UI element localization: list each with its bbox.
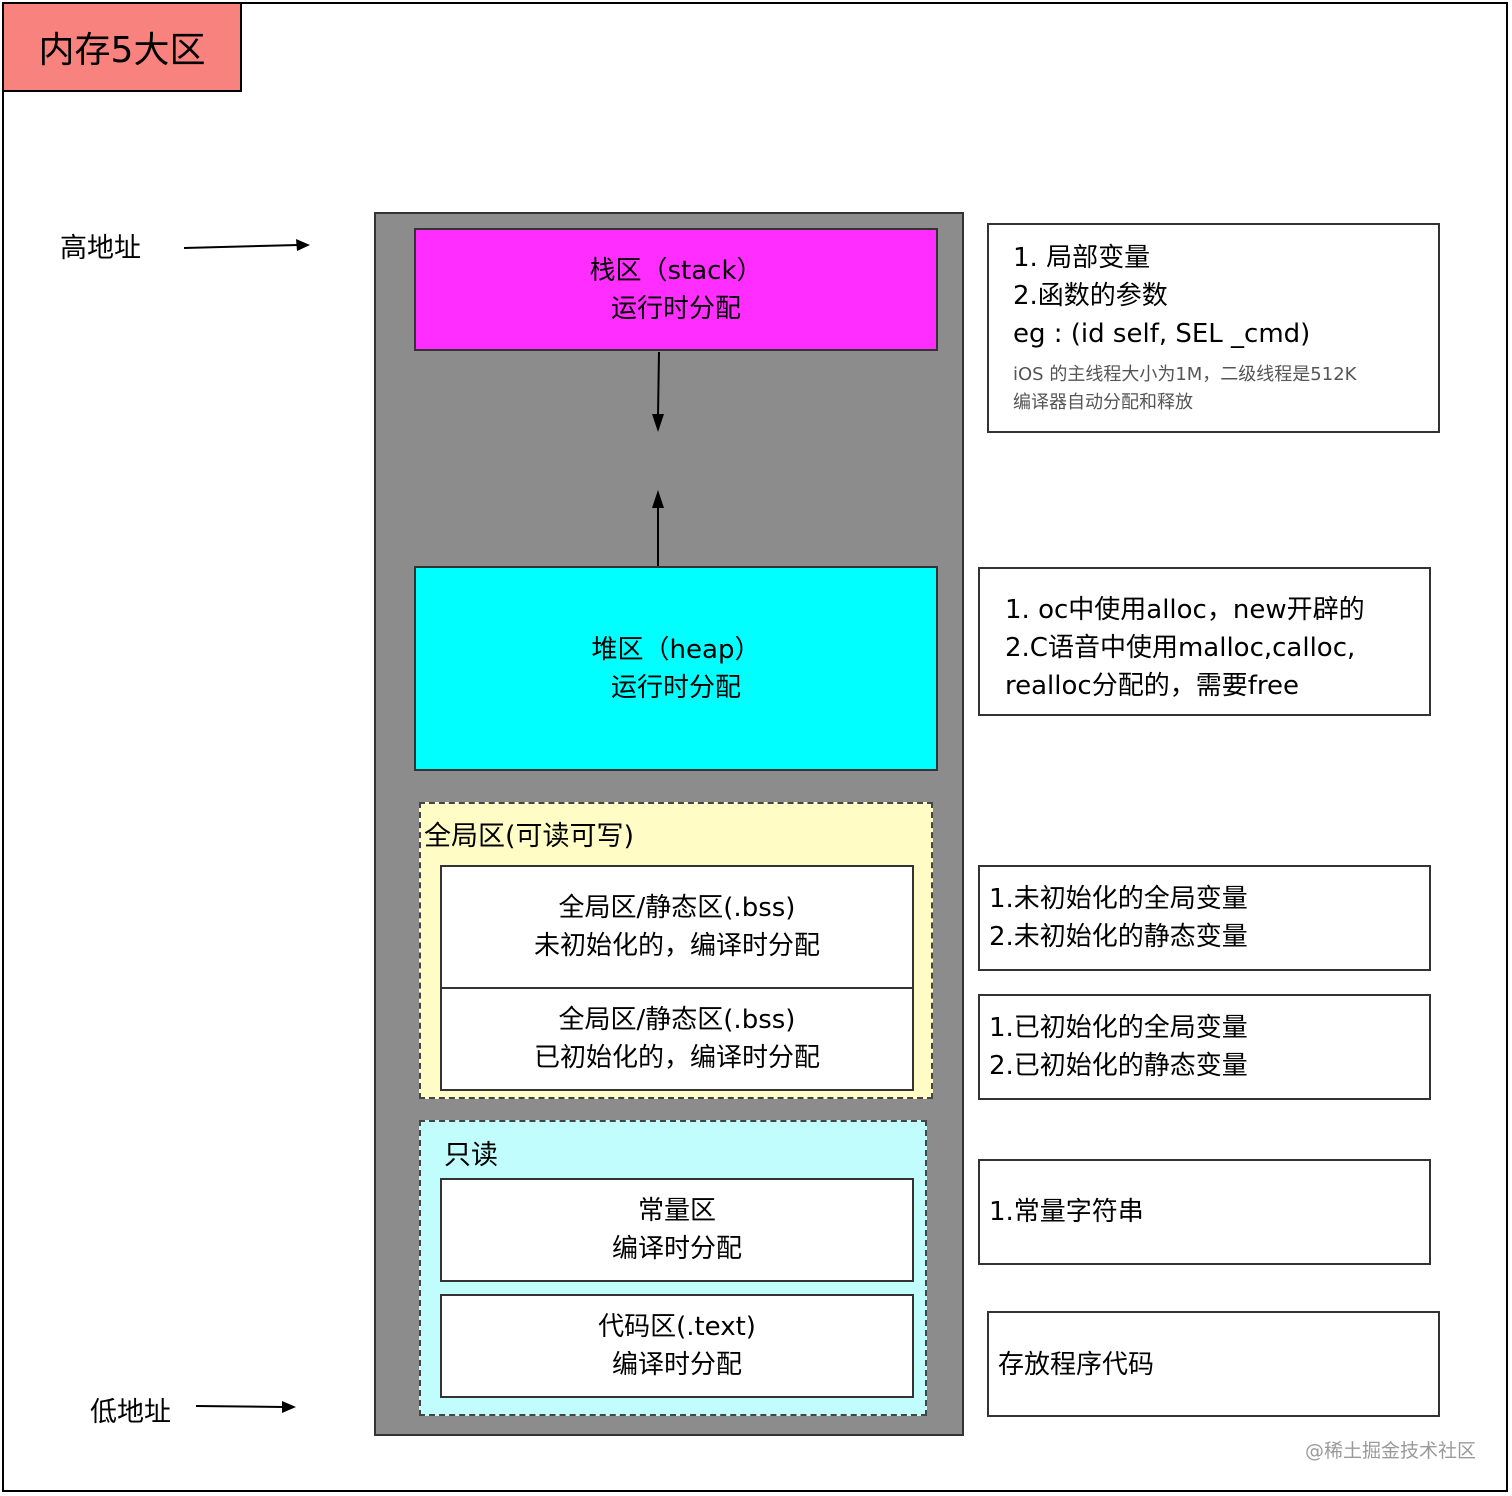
text-title: 代码区(.text) — [598, 1312, 756, 1342]
data-note-line: 1.已初始化的全局变量 — [989, 1013, 1248, 1043]
constant-note: 1.常量字符串 — [978, 1159, 1431, 1265]
stack-growth-line — [657, 351, 660, 417]
data-note: 1.已初始化的全局变量 2.已初始化的静态变量 — [978, 994, 1431, 1100]
bss-subtitle: 未初始化的，编译时分配 — [533, 931, 820, 961]
constant-subtitle: 编译时分配 — [611, 1234, 742, 1264]
constant-block: 常量区 编译时分配 — [440, 1178, 914, 1282]
low-address-label: 低地址 — [90, 1397, 171, 1428]
readonly-group-label: 只读 — [444, 1140, 498, 1171]
diagram-title: 内存5大区 — [2, 2, 242, 92]
growth-arrows — [652, 351, 664, 566]
data-title: 全局区/静态区(.bss) — [558, 1005, 796, 1035]
text-subtitle: 编译时分配 — [611, 1350, 742, 1380]
stack-growth-arrowhead — [652, 414, 664, 432]
text-note: 存放程序代码 — [987, 1311, 1440, 1417]
stack-note-detail: 编译器自动分配和释放 — [1013, 392, 1193, 413]
high-address-label: 高地址 — [60, 233, 141, 264]
stack-note-line: 2.函数的参数 — [1013, 281, 1168, 311]
stack-note-line: eg : (id self, SEL _cmd) — [1013, 319, 1311, 349]
stack-note-detail: iOS 的主线程大小为1M，二级线程是512K — [1013, 364, 1357, 385]
bss-title: 全局区/静态区(.bss) — [558, 893, 796, 923]
constant-title: 常量区 — [637, 1196, 716, 1226]
heap-region: 堆区（heap） 运行时分配 — [414, 566, 938, 771]
text-note-line: 存放程序代码 — [998, 1350, 1155, 1380]
global-group-label: 全局区(可读可写) — [424, 821, 635, 852]
heap-growth-arrowhead — [652, 490, 664, 508]
low-address-arrow — [195, 1401, 296, 1413]
bss-note: 1.未初始化的全局变量 2.未初始化的静态变量 — [978, 865, 1431, 971]
text-segment-block: 代码区(.text) 编译时分配 — [440, 1294, 914, 1398]
high-address-arrow — [183, 239, 310, 251]
heap-note: 1. oc中使用alloc，new开辟的 2.C语音中使用malloc,call… — [978, 567, 1431, 716]
watermark: @稀土掘金技术社区 — [1304, 1440, 1476, 1462]
bss-note-line: 1.未初始化的全局变量 — [989, 884, 1248, 914]
stack-region: 栈区（stack） 运行时分配 — [414, 228, 938, 351]
heap-subtitle: 运行时分配 — [610, 672, 741, 703]
heap-title: 堆区（heap） — [591, 634, 761, 665]
data-initialized-block: 全局区/静态区(.bss) 已初始化的，编译时分配 — [440, 987, 914, 1091]
stack-note: 1. 局部变量 2.函数的参数 eg : (id self, SEL _cmd)… — [987, 223, 1440, 433]
constant-note-line: 1.常量字符串 — [989, 1197, 1144, 1227]
data-subtitle: 已初始化的，编译时分配 — [533, 1043, 820, 1073]
heap-note-line: 2.C语音中使用malloc,calloc, — [1005, 633, 1356, 663]
bss-note-line: 2.未初始化的静态变量 — [989, 922, 1248, 952]
diagram-title-text: 内存5大区 — [38, 30, 206, 71]
stack-title: 栈区（stack） — [589, 255, 763, 286]
data-note-line: 2.已初始化的静态变量 — [989, 1051, 1248, 1081]
heap-note-line: 1. oc中使用alloc，new开辟的 — [1005, 595, 1365, 625]
heap-note-line: realloc分配的，需要free — [1005, 671, 1299, 701]
stack-note-line: 1. 局部变量 — [1013, 243, 1151, 273]
stack-subtitle: 运行时分配 — [610, 293, 741, 324]
bss-uninitialized-block: 全局区/静态区(.bss) 未初始化的，编译时分配 — [440, 865, 914, 989]
